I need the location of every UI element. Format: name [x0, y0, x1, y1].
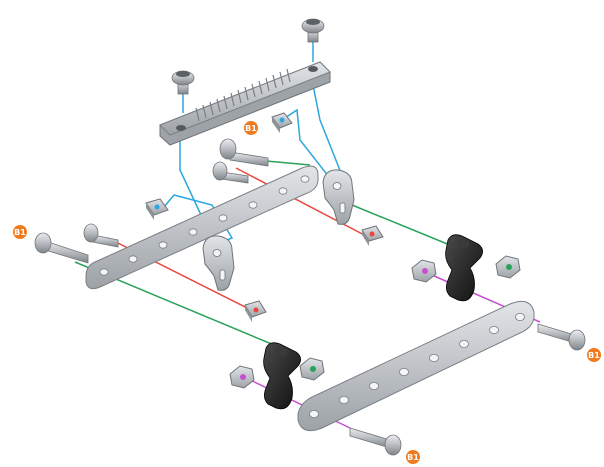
- bolt-2: [212, 161, 249, 184]
- square-nut-4: [244, 300, 267, 322]
- guide-left-bracket: [163, 135, 234, 246]
- bolt-6: [349, 427, 402, 456]
- bolt-4: [34, 232, 89, 264]
- bolt-1: [219, 138, 269, 167]
- hex-nut-4: [299, 357, 325, 381]
- hex-nut-1: [411, 259, 437, 283]
- hex-nut-3: [229, 365, 255, 389]
- step-badge-4: B1: [406, 450, 420, 464]
- plastic-connector-bottom: [263, 342, 301, 410]
- bolt-3: [83, 223, 119, 248]
- angle-bracket-right: [322, 169, 355, 225]
- square-nut-2: [145, 198, 169, 220]
- svg-text:B1: B1: [588, 351, 600, 360]
- step-badge-2: B1: [13, 225, 27, 239]
- guide-red-2: [235, 167, 371, 239]
- svg-text:B1: B1: [14, 228, 26, 237]
- shoulder-screw-right: [301, 18, 325, 43]
- hex-nut-2: [495, 255, 521, 279]
- toothed-rack: [159, 61, 331, 146]
- step-badge-1: B1: [244, 121, 258, 135]
- square-nut-3: [361, 225, 384, 246]
- angle-bracket-left: [202, 235, 235, 291]
- svg-text:B1: B1: [245, 124, 257, 133]
- step-badge-3: B1: [587, 348, 601, 362]
- shoulder-screw-left: [171, 70, 195, 95]
- perforated-strip-left: [85, 165, 319, 290]
- bolt-5: [537, 323, 586, 351]
- square-nut-1: [271, 112, 293, 133]
- perforated-strip-right: [297, 300, 535, 432]
- svg-text:B1: B1: [407, 453, 419, 462]
- plastic-connector-top: [445, 234, 483, 302]
- guide-green-3: [351, 204, 463, 251]
